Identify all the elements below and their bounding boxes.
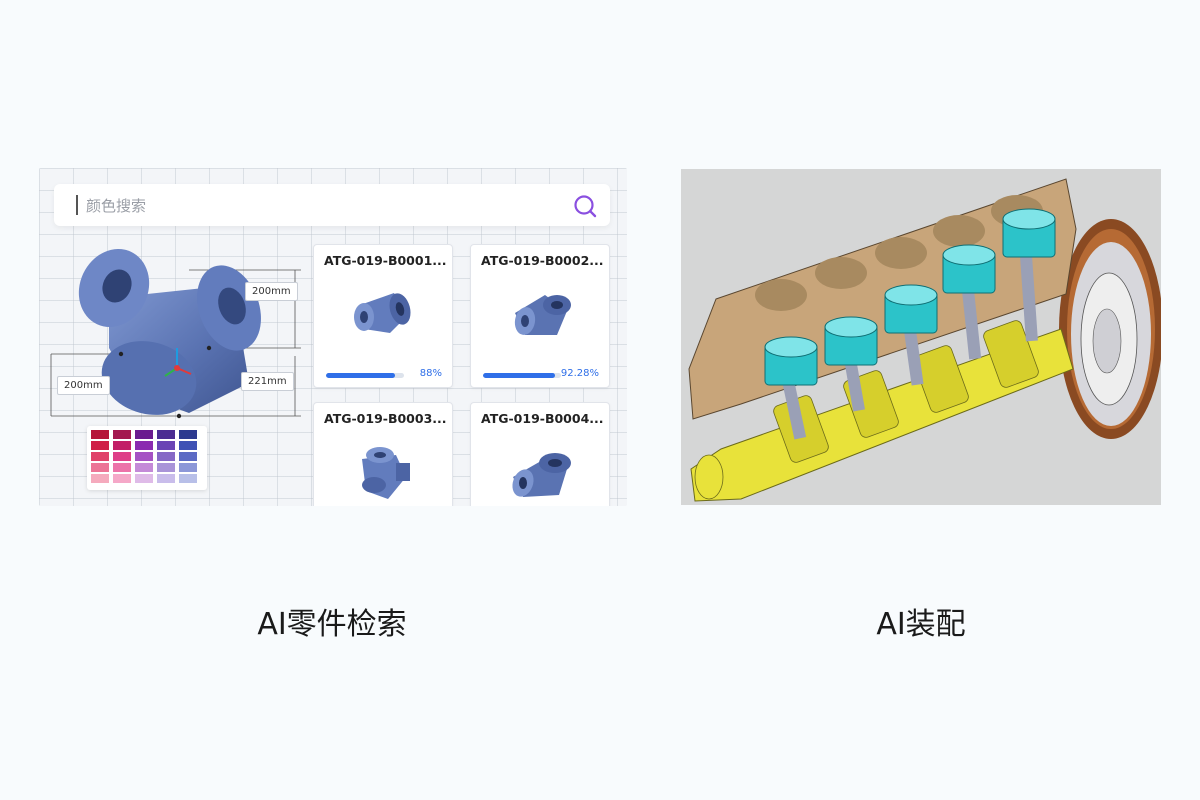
match-progress-bar [483, 373, 561, 378]
color-swatch[interactable] [91, 441, 109, 450]
match-progress-bar [326, 373, 404, 378]
engine-assembly-model[interactable] [681, 169, 1161, 505]
color-swatch[interactable] [113, 463, 131, 472]
color-swatch[interactable] [91, 474, 109, 483]
search-bar[interactable] [54, 184, 610, 228]
valve-body-model[interactable] [39, 228, 309, 506]
dimension-label-right: 221mm [241, 372, 294, 391]
color-swatch[interactable] [179, 441, 197, 450]
3d-model-viewport[interactable]: 200mm 200mm 221mm [39, 228, 309, 506]
color-swatch[interactable] [91, 452, 109, 461]
part-thumbnail [514, 295, 571, 335]
color-swatch[interactable] [179, 463, 197, 472]
color-swatch[interactable] [113, 474, 131, 483]
part-thumbnail [362, 447, 410, 499]
result-title: ATG-019-B0003... [324, 411, 447, 426]
result-title: ATG-019-B0002... [481, 253, 604, 268]
match-percent: 88% [419, 368, 442, 379]
assembly-view-panel[interactable] [681, 169, 1161, 505]
color-swatch[interactable] [157, 430, 175, 439]
piston [764, 336, 818, 386]
color-swatch[interactable] [179, 474, 197, 483]
search-icon[interactable] [572, 193, 598, 219]
color-swatch[interactable] [135, 441, 153, 450]
piston [942, 244, 996, 294]
result-card[interactable]: ATG-019-B0001... 88% [313, 244, 453, 388]
color-swatch[interactable] [179, 430, 197, 439]
part-thumbnail [512, 453, 571, 497]
piston [884, 284, 938, 334]
piston [824, 316, 878, 366]
dimension-label-left: 200mm [57, 376, 110, 395]
right-caption: AI装配 [876, 607, 966, 642]
color-swatch[interactable] [157, 452, 175, 461]
match-percent: 92.28% [560, 368, 599, 379]
result-card[interactable]: ATG-019-B0002... 92.28% [470, 244, 610, 388]
color-swatch[interactable] [135, 430, 153, 439]
color-swatch[interactable] [91, 430, 109, 439]
color-swatch[interactable] [135, 452, 153, 461]
match-progress-fill [326, 373, 395, 378]
color-swatch[interactable] [179, 452, 197, 461]
result-title: ATG-019-B0004... [481, 411, 604, 426]
match-progress-fill [483, 373, 555, 378]
color-swatch[interactable] [91, 463, 109, 472]
piston [1002, 208, 1056, 258]
color-search-input[interactable] [84, 184, 558, 228]
result-title: ATG-019-B0001... [324, 253, 447, 268]
color-swatch[interactable] [157, 463, 175, 472]
color-swatch-palette[interactable] [87, 426, 207, 490]
color-swatch[interactable] [113, 441, 131, 450]
part-search-panel: 200mm 200mm 221mm ATG-019-B0001... 88% A… [39, 168, 627, 506]
part-thumbnail [354, 293, 411, 333]
result-card[interactable]: ATG-019-B0003... [313, 402, 453, 506]
color-swatch[interactable] [113, 430, 131, 439]
dimension-label-top: 200mm [245, 282, 298, 301]
color-swatch[interactable] [157, 441, 175, 450]
color-swatch[interactable] [135, 474, 153, 483]
color-swatch[interactable] [135, 463, 153, 472]
text-caret [76, 195, 78, 215]
left-caption: AI零件检索 [257, 607, 407, 642]
result-card[interactable]: ATG-019-B0004... [470, 402, 610, 506]
color-swatch[interactable] [157, 474, 175, 483]
color-swatch[interactable] [113, 452, 131, 461]
